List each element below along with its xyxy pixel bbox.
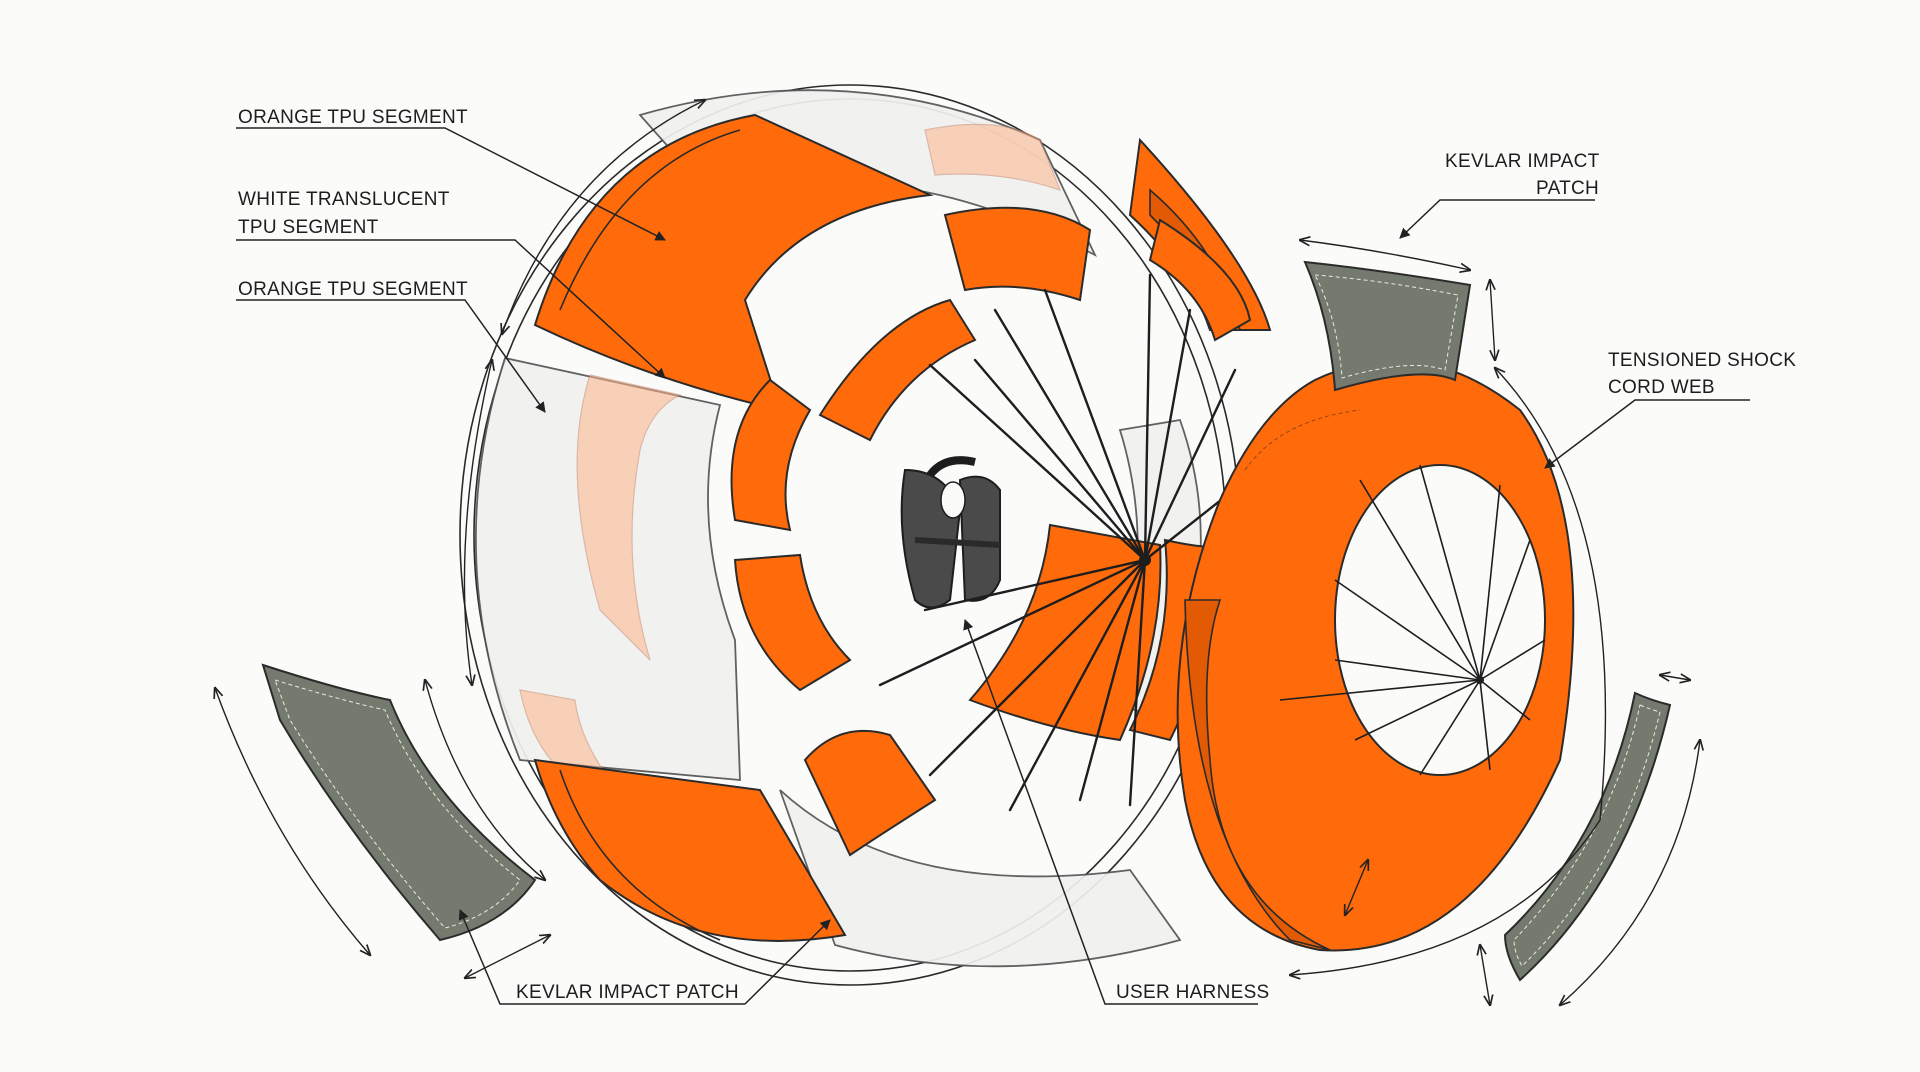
shock-cord-web-main [878,273,1242,812]
kevlar-patch-left [261,663,537,942]
orange-inner-block-left3 [733,553,852,692]
leader-shock-cord [1544,399,1750,469]
dimension-arcs [215,100,1700,1005]
segment-seam-bottom [559,769,721,941]
leader-user-harness [963,619,1258,1005]
label-shock-cord-line1: TENSIONED SHOCK [1608,350,1796,371]
leader-kevlar-top [1399,199,1595,239]
ring-opening [1334,464,1546,776]
main-sphere [459,84,1272,986]
orange-inner-block-left2 [730,378,812,532]
leader-kevlar-bottom [458,909,745,1005]
label-orange-tpu-top: ORANGE TPU SEGMENT [238,107,468,128]
orange-inner-block-top [943,206,1092,302]
white-tpu-segment-bottom [779,789,1182,968]
label-white-tpu-line2: TPU SEGMENT [238,217,379,238]
user-harness [900,456,1001,609]
ghost-orange-top [924,123,1062,191]
kevlar-patch-top-right [1303,260,1472,392]
leader-orange-tpu-top [236,127,666,241]
label-kevlar-top-line1: KEVLAR IMPACT [1445,151,1600,172]
orange-inner-block-top2 [1148,218,1252,342]
leader-lines [236,127,1750,1005]
leader-white-tpu [236,239,666,379]
leader-kevlar-bottom-2 [744,919,831,1005]
ghost-orange-inner [576,374,682,661]
label-orange-tpu-mid: ORANGE TPU SEGMENT [238,279,468,300]
orange-inner-block-left [818,298,977,442]
orange-ring-side [1184,599,1331,951]
label-shock-cord-line2: CORD WEB [1608,377,1715,398]
orange-inner-block-bottom [803,729,937,857]
label-user-harness: USER HARNESS [1116,982,1270,1003]
label-kevlar-bottom: KEVLAR IMPACT PATCH [516,982,739,1003]
label-kevlar-top-line2: PATCH [1536,178,1599,199]
label-white-tpu-line1: WHITE TRANSLUCENT [238,189,450,210]
leader-orange-tpu-mid [236,299,546,413]
orange-tpu-segment-bottom [533,758,847,942]
right-ring [1176,359,1575,952]
